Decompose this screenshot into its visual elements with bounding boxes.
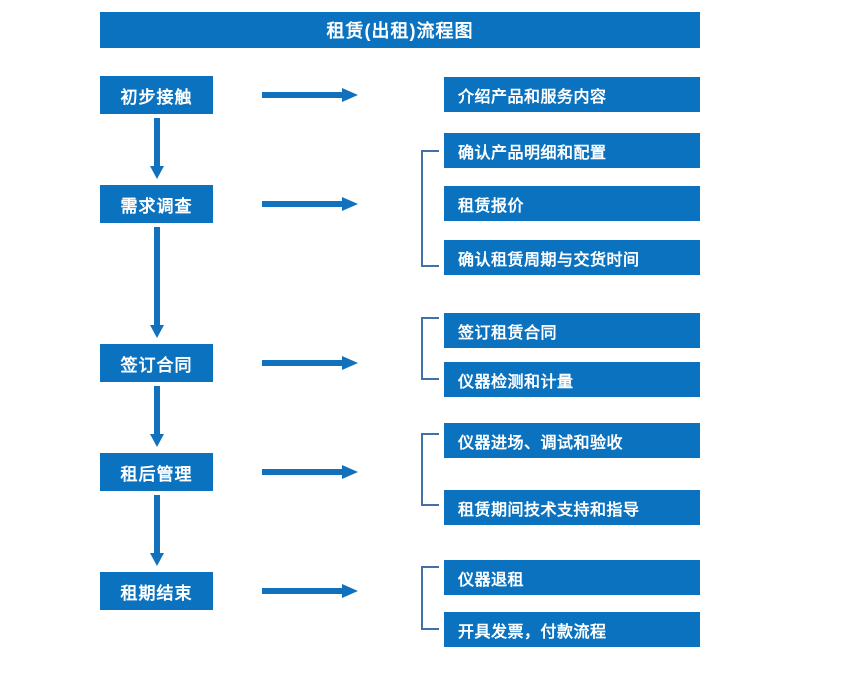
bracket-bottom-tick [421,628,439,630]
bracket-top-tick [421,150,439,152]
bracket-top-tick [421,317,439,319]
detail-box-intro-products[interactable]: 介绍产品和服务内容 [444,77,700,112]
stage-box-post-rental-mgmt[interactable]: 租后管理 [100,453,213,491]
horizontal-arrow-post-rental-mgmt [262,465,358,479]
bracket-bottom-tick [421,378,439,380]
stage-box-lease-end[interactable]: 租期结束 [100,572,213,610]
detail-box-confirm-spec[interactable]: 确认产品明细和配置 [444,133,700,168]
detail-box-confirm-period[interactable]: 确认租赁周期与交货时间 [444,240,700,275]
vertical-arrow-contact-to-survey [150,118,164,179]
bracket-post-rental-mgmt-group [421,433,441,506]
bracket-vertical-line [421,433,423,506]
bracket-vertical-line [421,317,423,380]
detail-box-invoice-payment[interactable]: 开具发票，付款流程 [444,612,700,647]
detail-box-rental-quote[interactable]: 租赁报价 [444,186,700,221]
page-title: 租赁(出租)流程图 [100,12,700,48]
detail-box-sign-rental-contract[interactable]: 签订租赁合同 [444,313,700,348]
horizontal-arrow-lease-end [262,584,358,598]
bracket-bottom-tick [421,265,439,267]
bracket-needs-survey-group [421,150,441,267]
bracket-lease-end-group [421,566,441,630]
bracket-sign-contract-group [421,317,441,380]
detail-box-instrument-test[interactable]: 仪器检测和计量 [444,362,700,397]
vertical-arrow-mgmt-to-end [150,495,164,566]
bracket-bottom-tick [421,504,439,506]
detail-box-instrument-entry[interactable]: 仪器进场、调试和验收 [444,423,700,458]
horizontal-arrow-needs-survey [262,197,358,211]
horizontal-arrow-sign-contract [262,356,358,370]
bracket-vertical-line [421,566,423,630]
bracket-vertical-line [421,150,423,267]
stage-box-needs-survey[interactable]: 需求调查 [100,185,213,223]
bracket-top-tick [421,433,439,435]
vertical-arrow-survey-to-contract [150,227,164,338]
stage-box-sign-contract[interactable]: 签订合同 [100,344,213,382]
bracket-top-tick [421,566,439,568]
vertical-arrow-contract-to-mgmt [150,386,164,447]
stage-box-initial-contact[interactable]: 初步接触 [100,76,213,114]
detail-box-instrument-return[interactable]: 仪器退租 [444,560,700,595]
detail-box-tech-support[interactable]: 租赁期间技术支持和指导 [444,490,700,525]
horizontal-arrow-initial-contact [262,88,358,102]
